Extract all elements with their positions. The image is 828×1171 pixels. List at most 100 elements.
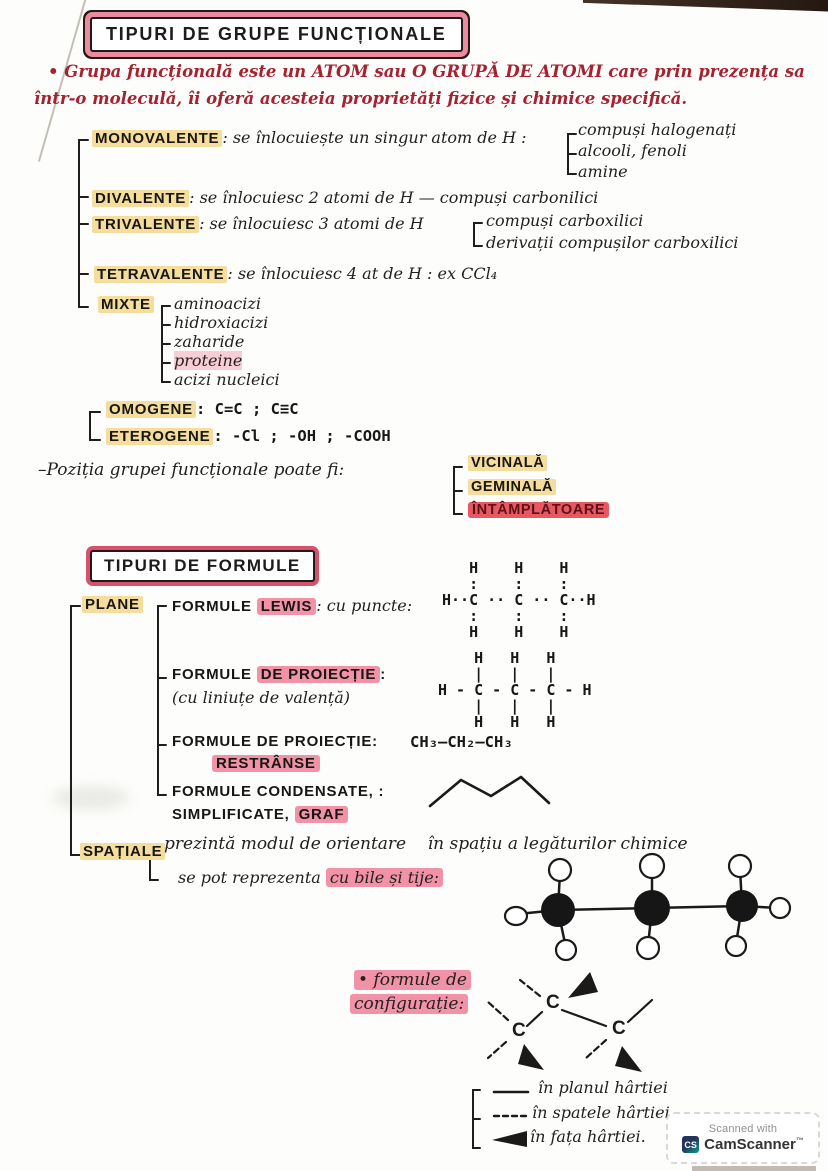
pozitia-option-geminala: GEMINALĂ xyxy=(468,479,557,495)
camscanner-row: CS CamScanner™ xyxy=(682,1136,804,1153)
config-carbon-left: C xyxy=(512,1020,526,1041)
scanned-with-text: Scanned with xyxy=(708,1123,778,1135)
trivalente-children-bracket xyxy=(473,222,483,247)
condensate-line1: FORMULE CONDENSATE, : xyxy=(172,783,385,800)
spatiale-line2: se pot reprezenta cu bile și tije: xyxy=(178,868,444,888)
omogene-row: OMOGENE: C=C ; C≡C xyxy=(106,400,299,419)
formule-lewis-prefix: FORMULE xyxy=(172,598,257,615)
trademark-symbol: ™ xyxy=(795,1136,804,1145)
tetravalente-label: TETRAVALENTE xyxy=(94,266,228,283)
graf-highlight: GRAF xyxy=(294,806,349,823)
mono-child-2: alcooli, fenoli xyxy=(578,141,687,160)
legend-symbols xyxy=(492,1090,530,1147)
section2-title: TIPURI DE FORMULE xyxy=(104,556,301,575)
formule-proiectie-highlight: DE PROIECȚIE xyxy=(256,666,381,683)
section1-title: TIPURI DE GRUPE FUNCȚIONALE xyxy=(106,24,447,44)
monovalente-children-bracket xyxy=(567,133,577,175)
tetravalente-desc: : se înlocuiesc 4 at de H : ex CCl₄ xyxy=(227,264,498,283)
formule-lewis-highlight: LEWIS xyxy=(256,598,317,615)
ball-and-stick-model xyxy=(503,852,792,962)
config-label-line1: • formule de xyxy=(354,970,471,990)
trivalente-row: TRIVALENTE: se înlocuiesc 3 atomi de H xyxy=(92,214,424,234)
section1-title-box: TIPURI DE GRUPE FUNCȚIONALE xyxy=(90,17,463,52)
camscanner-logo-icon: CS xyxy=(682,1136,700,1153)
formule-lewis-row: FORMULE LEWIS: cu puncte: xyxy=(172,596,412,616)
formule-lewis-suffix: : cu puncte: xyxy=(316,596,413,615)
mixte-child-1: aminoacizi xyxy=(174,294,261,313)
config-label-line2: configurație: xyxy=(350,994,469,1014)
spatiale-line2-prefix: se pot reprezenta xyxy=(178,868,326,887)
eraser-smudge xyxy=(52,786,130,810)
mixte-child-5: acizi nucleici xyxy=(174,370,280,389)
wedge-bonds xyxy=(518,972,642,1072)
condensate-line2: SIMPLIFICATE, GRAF xyxy=(172,806,349,824)
pozitia-option-intamplatoare: ÎNTÂMPLĂTOARE xyxy=(468,502,610,518)
plane-label: PLANE xyxy=(82,596,143,613)
configuration-formula-drawing: C C C xyxy=(486,972,654,1072)
legend-bracket xyxy=(472,1089,481,1149)
tri-child-2: derivații compușilor carboxilici xyxy=(486,233,739,252)
tri-child-1: compuși carboxilici xyxy=(486,211,644,230)
config-carbon-right: C xyxy=(612,1018,626,1039)
formule-proiectie-row: FORMULE DE PROIECȚIE: xyxy=(172,666,386,684)
divalente-desc: : se înlocuiesc 2 atomi de H — compuși c… xyxy=(189,188,599,207)
divalente-label: DIVALENTE xyxy=(92,190,190,207)
mixte-children-bracket xyxy=(161,305,171,383)
camscanner-badge: Scanned with CS CamScanner™ xyxy=(666,1112,820,1164)
formule-bracket xyxy=(157,605,167,796)
mono-child-3: amine xyxy=(578,162,628,181)
omogene-bracket xyxy=(89,411,101,441)
mixte-row: MIXTE xyxy=(98,296,154,314)
omogene-label: OMOGENE xyxy=(106,401,196,418)
pozitia-text: –Poziția grupei funcționale poate fi: xyxy=(38,460,345,480)
mono-child-1: compuși halogenați xyxy=(578,120,737,139)
formule-proiectie-suffix: : xyxy=(380,666,386,683)
proiectie-structure: H H H | | | H - C - C - C - H | | | H H … xyxy=(438,649,592,731)
eterogene-row: ETEROGENE: -Cl ; -OH ; -COOH xyxy=(106,427,391,446)
tree-brackets xyxy=(70,133,577,1149)
restranse-highlight: RESTRÂNSE xyxy=(212,755,320,772)
hydrogen-atoms xyxy=(503,852,792,962)
eterogene-formulas: : -Cl ; -OH ; -COOH xyxy=(213,427,391,445)
pozitia-option-vicinala: VICINALĂ xyxy=(468,455,548,471)
skeletal-zigzag xyxy=(428,775,551,808)
scan-edge-sliver xyxy=(692,1166,816,1171)
restranse-formula: CH₃–CH₂–CH₃ xyxy=(410,733,513,751)
camscanner-name: CamScanner™ xyxy=(704,1136,804,1153)
camscanner-name-text: CamScanner xyxy=(704,1136,796,1153)
formule-proiectie-prefix: FORMULE xyxy=(172,666,257,683)
trivalente-desc: : se înlocuiesc 3 atomi de H xyxy=(199,214,424,233)
valente-bracket xyxy=(78,139,89,308)
legend-item-1: în planul hârtiei xyxy=(538,1078,668,1097)
lewis-structure: H H H : : : H··C ·· C ·· C··H : : : H H … xyxy=(442,559,596,641)
intro-line2: într-o moleculă, îi oferă acesteia propr… xyxy=(34,89,688,108)
omogene-formulas: : C=C ; C≡C xyxy=(195,400,299,418)
trivalente-label: TRIVALENTE xyxy=(92,216,200,233)
carbon-atoms xyxy=(541,890,758,927)
wedge-bond-symbol xyxy=(492,1131,527,1147)
eterogene-label: ETEROGENE xyxy=(106,428,214,445)
proiectie-note: (cu liniuțe de valență) xyxy=(172,688,351,707)
spatiale-label: SPAȚIALE xyxy=(80,843,166,860)
monovalente-label: MONOVALENTE xyxy=(92,130,223,147)
mixte-child-2: hidroxiacizi xyxy=(174,313,269,332)
spatiale-line1: prezintă modul de orientare în spațiu a … xyxy=(164,834,688,854)
section2-title-box: TIPURI DE FORMULE xyxy=(90,550,315,582)
scan-background-strip xyxy=(583,0,828,12)
mixte-child-3: zaharide xyxy=(174,332,245,351)
mixte-label: MIXTE xyxy=(98,296,154,313)
legend-item-2: în spatele hârtiei. xyxy=(532,1103,675,1122)
simplificate-label: SIMPLIFICATE, xyxy=(172,806,295,823)
tetravalente-row: TETRAVALENTE: se înlocuiesc 4 at de H : … xyxy=(94,264,497,284)
legend-item-3: în fața hârtiei. xyxy=(530,1127,646,1146)
mixte-child-4: proteine xyxy=(174,351,243,370)
monovalente-desc: : se înlocuiește un singur atom de H : xyxy=(222,128,527,147)
plane-spatiale-bracket xyxy=(70,605,81,856)
divalente-row: DIVALENTE: se înlocuiesc 2 atomi de H — … xyxy=(92,188,598,208)
intro-line1: • Grupa funcțională este un ATOM sau O G… xyxy=(48,62,805,81)
config-carbon-top: C xyxy=(546,992,560,1013)
restranse-line1: FORMULE DE PROIECȚIE: xyxy=(172,733,378,750)
pozitia-bracket xyxy=(453,466,463,515)
bile-si-tije-highlight: cu bile și tije: xyxy=(325,868,444,887)
